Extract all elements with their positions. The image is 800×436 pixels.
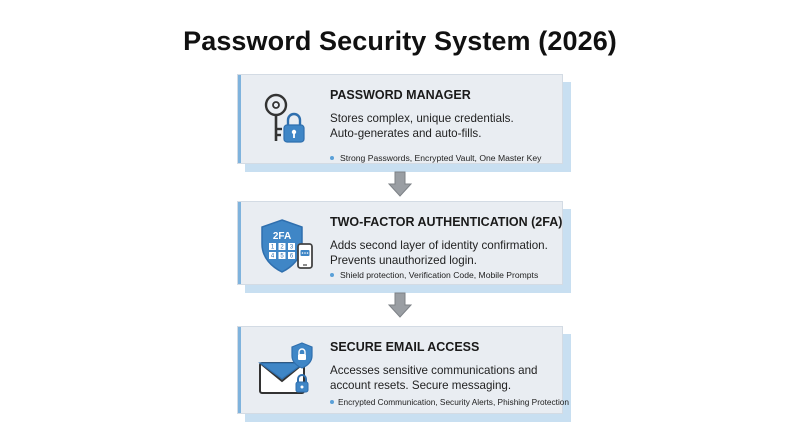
keypad-digit: 4 [271,254,275,260]
card-tags: Encrypted Communication, Security Alerts… [330,397,569,407]
envelope-shield-icon [258,342,313,394]
bullet-icon [330,399,334,404]
card-heading: PASSWORD MANAGER [330,88,471,102]
card-description-line: Adds second layer of identity confirmati… [330,239,548,252]
down-arrow-icon [388,171,412,197]
card-tags: Strong Passwords, Encrypted Vault, One M… [330,153,541,163]
card-accent [238,202,241,284]
card-body: PASSWORD MANAGER Stores complex, unique … [237,74,563,164]
card-heading: TWO-FACTOR AUTHENTICATION (2FA) [330,215,563,229]
card-tags-text: Encrypted Communication, Security Alerts… [338,397,570,407]
shield-2fa-icon: 2FA 1 2 3 4 5 6 [261,219,313,273]
card-body: SECURE EMAIL ACCESS Accesses sensitive c… [237,326,569,414]
card-description-line: account resets. Secure messaging. [330,379,512,392]
keypad-digit: 6 [290,254,294,260]
keypad-digit: 3 [290,245,294,251]
card-tags-text: Strong Passwords, Encrypted Vault, One M… [340,153,542,163]
shield-label: 2FA [273,231,291,242]
down-arrow-icon [388,292,412,318]
page-title: Password Security System (2026) [183,26,617,56]
two-factor-card: 2FA 1 2 3 4 5 6 TWO-FACTOR AUTHEN [237,201,571,293]
card-accent [238,75,241,163]
card-description-line: Prevents unauthorized login. [330,254,477,267]
card-accent [238,327,241,413]
card-tags: Shield protection, Verification Code, Mo… [330,270,538,280]
keypad-digit: 5 [280,254,284,260]
card-description: Accesses sensitive communications and ac… [330,363,564,393]
keypad-digit: 2 [280,245,284,251]
password-manager-card: PASSWORD MANAGER Stores complex, unique … [237,74,571,172]
key-lock-icon [264,93,305,143]
bullet-icon [330,272,334,277]
card-description: Stores complex, unique credentials. Auto… [330,111,564,141]
keypad-digit: 1 [271,245,275,251]
card-tags-text: Shield protection, Verification Code, Mo… [340,270,539,280]
card-body: 2FA 1 2 3 4 5 6 TWO-FACTOR AUTHEN [237,201,563,285]
bullet-icon [330,155,334,160]
card-description-line: Accesses sensitive communications and [330,364,538,377]
secure-email-card: SECURE EMAIL ACCESS Accesses sensitive c… [237,326,571,422]
card-description-line: Stores complex, unique credentials. [330,112,514,125]
card-description-line: Auto-generates and auto-fills. [330,127,482,140]
card-description: Adds second layer of identity confirmati… [330,238,564,268]
card-heading: SECURE EMAIL ACCESS [330,340,480,354]
